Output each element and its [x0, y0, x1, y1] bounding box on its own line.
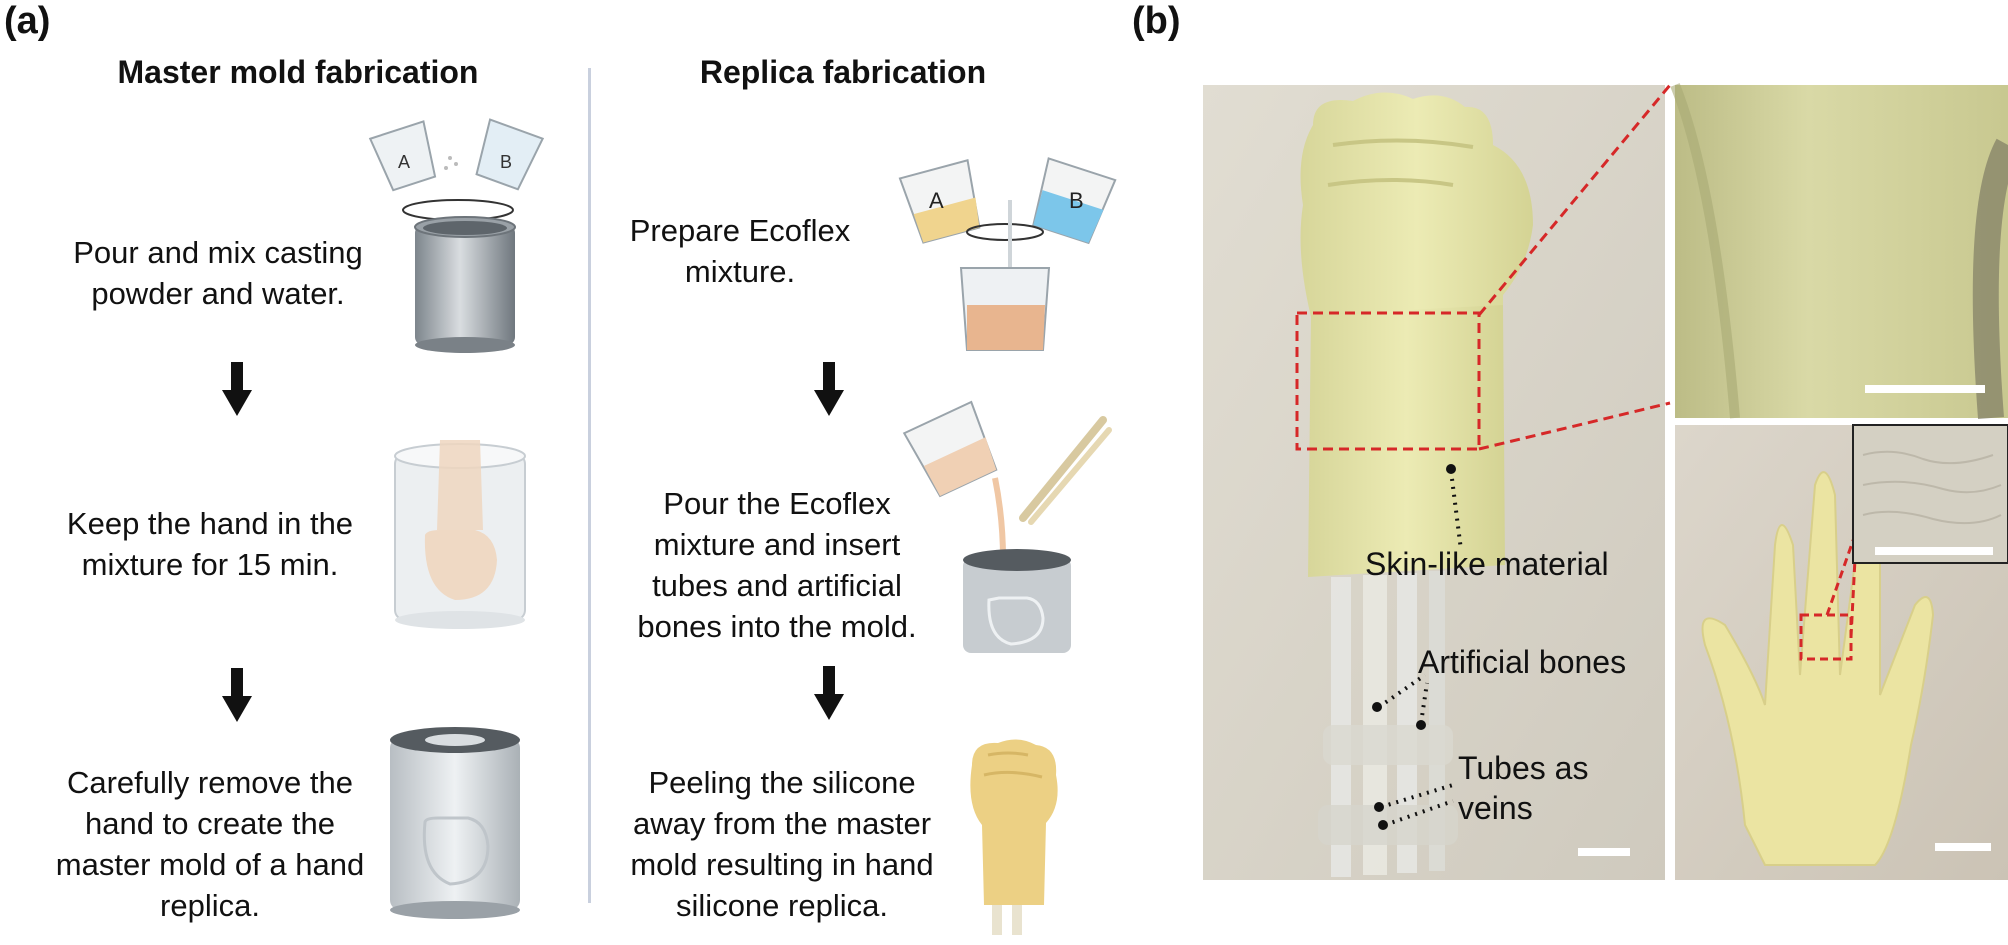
skin-texture-inset-photo [1852, 424, 2008, 564]
beaker-label-a: A [929, 188, 944, 213]
ecoflex-beakers-icon: A B [898, 157, 1117, 351]
casting-can-icon [414, 216, 516, 353]
pour-into-mold-icon [902, 400, 1112, 653]
silicone-hand-replica-icon [970, 739, 1058, 935]
down-arrow-icon [814, 666, 844, 720]
down-arrow-icon [222, 362, 252, 416]
replica-step-1: Prepare Ecoflex mixture. [629, 213, 851, 289]
panel-a-label: (a) [4, 0, 51, 42]
skin-texture-zoom-photo [1670, 83, 2008, 419]
beaker-label-a: A [398, 152, 410, 172]
down-arrow-icon [814, 362, 844, 416]
artificial-bones-label: Artificial bones [1418, 644, 1627, 680]
master-step-1: Pour and mix casting powder and water. [73, 235, 363, 311]
master-mold-title: Master mold fabrication [117, 54, 479, 90]
panel-b-label: (b) [1132, 0, 1181, 42]
master-step-2: Keep the hand in the mixture for 15 min. [66, 506, 354, 582]
flat-hand-replica-photo [1675, 425, 2008, 880]
replica-title: Replica fabrication [699, 54, 987, 90]
beaker-label-b: B [500, 152, 512, 172]
skin-like-material-label: Skin-like material [1365, 546, 1609, 582]
column-divider [588, 68, 591, 903]
zoom-connector-lines [1477, 84, 1672, 451]
replica-step-3: Peeling the silicone away from the maste… [630, 765, 934, 923]
replica-step-2: Pour the Ecoflex mixture and insert tube… [637, 486, 917, 644]
hand-replica-photo [1203, 85, 1665, 880]
hand-in-mixture-icon [394, 440, 526, 629]
down-arrow-icon [222, 668, 252, 722]
master-step-3: Carefully remove the hand to create the … [55, 765, 365, 923]
master-mold-icon [390, 727, 520, 919]
beaker-label-b: B [1069, 188, 1084, 213]
pouring-beakers-icon: A B [368, 118, 545, 221]
tubes-as-veins-label: Tubes as veins [1458, 750, 1589, 826]
